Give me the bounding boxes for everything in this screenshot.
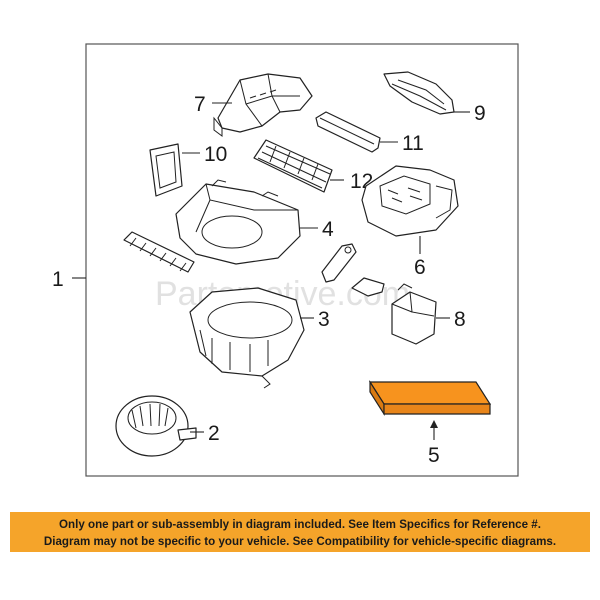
callout-3: 3 xyxy=(318,308,330,331)
filter-top-face xyxy=(368,381,492,405)
part-5-cabin-air-filter xyxy=(368,379,492,417)
part-12-grille xyxy=(253,139,333,193)
callout-11: 11 xyxy=(402,132,424,155)
callout-5: 5 xyxy=(428,444,440,467)
callout-5-arrow xyxy=(430,420,438,428)
part-6-case xyxy=(361,165,459,237)
part-actuator-arm xyxy=(321,243,357,283)
part-2-blower-motor xyxy=(115,395,197,457)
callout-7: 7 xyxy=(194,93,206,116)
part-10-gasket xyxy=(149,143,183,197)
callout-6: 6 xyxy=(414,256,426,279)
part-7-housing xyxy=(213,73,313,137)
part-lever xyxy=(351,277,385,297)
callout-8: 8 xyxy=(454,308,466,331)
callout-4: 4 xyxy=(322,218,334,241)
filter-front-face xyxy=(383,403,491,415)
part-8-module xyxy=(391,283,437,345)
callout-1: 1 xyxy=(52,268,64,291)
part-grid-panel xyxy=(123,231,195,273)
disclaimer-banner: Only one part or sub-assembly in diagram… xyxy=(10,512,590,552)
callout-10: 10 xyxy=(204,143,227,166)
callout-2: 2 xyxy=(208,422,220,445)
part-11-strip xyxy=(315,111,381,153)
part-4-housing xyxy=(175,179,301,265)
callout-9: 9 xyxy=(474,102,486,125)
disclaimer-line-2: Diagram may not be specific to your vehi… xyxy=(43,535,557,548)
disclaimer-line-1: Only one part or sub-assembly in diagram… xyxy=(59,518,541,531)
part-3-scroll-housing xyxy=(189,287,305,389)
